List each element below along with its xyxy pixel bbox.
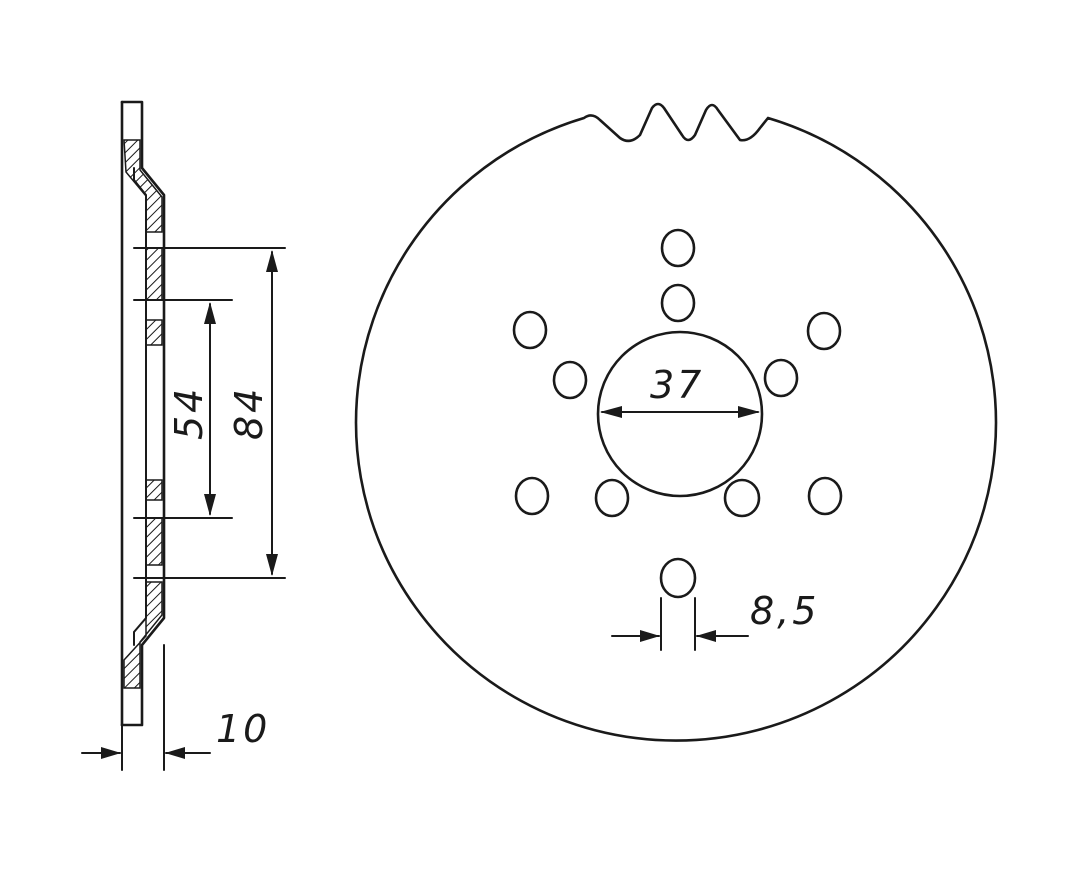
outer-hole-top [660, 228, 696, 268]
dim-label-84: 84 [227, 386, 271, 440]
dim-label-10: 10 [216, 707, 270, 751]
side-section-view: 54 84 10 [81, 100, 286, 771]
dim-arrow-37-right [738, 406, 760, 418]
dim-label-54: 54 [167, 386, 211, 440]
section-hatch-mid [145, 319, 163, 346]
section-hatch-bottom [123, 581, 163, 689]
outer-hole-right [806, 311, 842, 351]
dim-arrow-84-bottom [266, 554, 278, 576]
inner-hole-top [660, 283, 696, 323]
section-outline-right [120, 100, 166, 727]
outer-hole-lower-left [514, 476, 550, 516]
outer-hole-left [512, 310, 548, 350]
dim-arrow-37-left [600, 406, 622, 418]
dim-arrow-85-right [696, 630, 716, 642]
dim-arrow-84-top [266, 250, 278, 272]
section-inner-line [133, 167, 147, 646]
dim-arrow-85-left [640, 630, 660, 642]
section-hatch-top [123, 139, 163, 233]
outer-hole-lower-right [807, 476, 843, 516]
dim-arrow-54-top [204, 302, 216, 324]
inner-hole-lower-left [594, 478, 630, 518]
inner-hole-lower-right [723, 478, 761, 518]
inner-hole-right [763, 358, 799, 398]
bottom-hole [659, 557, 697, 599]
dim-label-37: 37 [650, 363, 704, 407]
section-hatch-lower-mid [145, 479, 163, 501]
dim-label-8-5: 8,5 [750, 589, 819, 633]
center-bore [596, 330, 764, 498]
dim-arrow-10-right [165, 747, 185, 759]
section-hatch-lower [145, 517, 163, 566]
section-hatch-upper-mid [145, 247, 163, 301]
sprocket-outline [354, 102, 998, 742]
dim-arrow-54-bottom [204, 494, 216, 516]
front-view: 37 8,5 [354, 102, 998, 742]
inner-hole-left [552, 360, 588, 400]
dim-arrow-10-left [101, 747, 121, 759]
